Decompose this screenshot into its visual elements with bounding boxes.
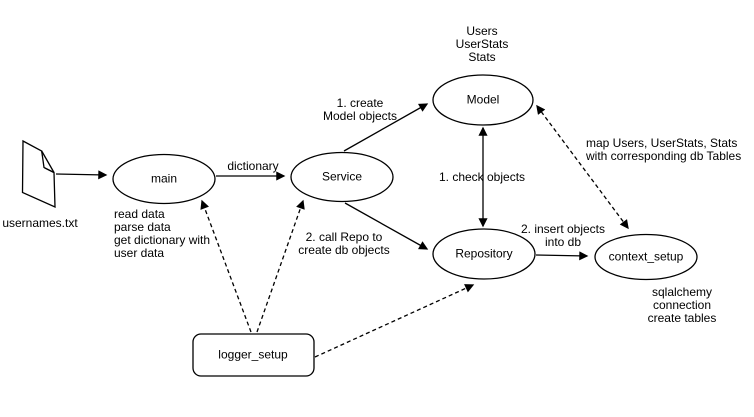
node-main <box>112 153 216 205</box>
node-label-service: Service <box>321 169 363 184</box>
edge-label-dictionary: dictionary <box>227 159 279 173</box>
edge-service-to-repository <box>344 202 429 250</box>
edge-logger-to-main <box>200 199 252 333</box>
node-service <box>290 151 394 203</box>
note-main-notes: read data parse data get dictionary with… <box>114 207 211 260</box>
edge-label-call-repo: 2. call Repo to create db objects <box>298 230 390 257</box>
node-context-setup <box>594 233 698 281</box>
note-model-classes: Users UserStats Stats <box>455 24 509 64</box>
node-model <box>432 74 534 126</box>
edge-label-check-objects: 1. check objects <box>438 170 526 184</box>
edge-logger-to-service <box>256 199 305 333</box>
node-label-repository: Repository <box>455 246 513 261</box>
node-label-context-setup: context_setup <box>608 249 684 264</box>
node-repository <box>432 228 536 280</box>
edge-logger-to-repository <box>314 284 475 358</box>
node-label-model: Model <box>466 92 500 107</box>
edge-model-context-setup-double <box>536 104 629 230</box>
node-label-usernames-file: usernames.txt <box>2 216 78 230</box>
edge-repository-to-context-setup <box>535 251 589 261</box>
document-icon <box>21 139 56 209</box>
edge-service-to-model <box>343 103 429 152</box>
node-label-logger-setup: logger_setup <box>218 347 288 362</box>
note-context-notes: sqlalchemy connection create tables <box>647 285 717 325</box>
edge-label-create-model: 1. create Model objects <box>322 96 398 123</box>
node-logger-setup <box>192 333 315 377</box>
node-label-main: main <box>150 171 178 186</box>
edge-file-to-main <box>55 170 108 180</box>
edge-label-map-tables: map Users, UserStats, Stats with corresp… <box>586 136 742 163</box>
edge-label-insert-objects: 2. insert objects into db <box>520 222 606 249</box>
